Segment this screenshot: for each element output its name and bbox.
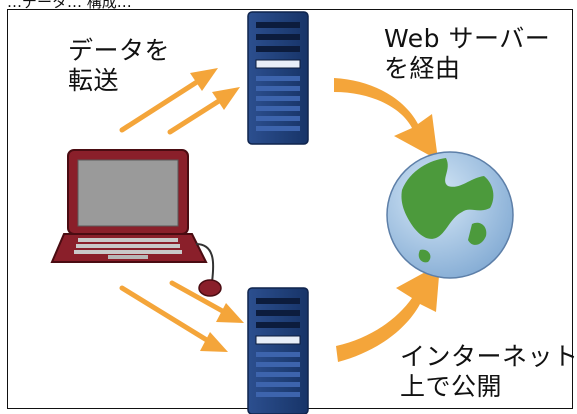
label-via-line1: Web サーバー (384, 24, 551, 53)
arrow-upper-2 (167, 87, 240, 135)
laptop (50, 149, 222, 297)
label-transfer-line2: 転送 (68, 66, 120, 95)
web-server-lower (247, 287, 309, 414)
cropped-header-text: …データ… 構成… (7, 0, 132, 11)
globe (386, 151, 514, 279)
arrow-upper-1 (119, 68, 218, 133)
curved-arrow-bottom (336, 264, 440, 362)
label-transfer-line1: データを (68, 36, 171, 65)
upper-transfer-arrows (119, 68, 240, 135)
arrow-lower-1 (169, 280, 244, 323)
label-publish-line1: インターネット (400, 342, 577, 371)
curved-arrow-top (334, 78, 438, 160)
lower-transfer-arrows (119, 280, 244, 352)
label-via-line2: を経由 (384, 54, 461, 83)
web-server-upper (247, 11, 309, 145)
arrow-lower-2 (119, 285, 228, 352)
label-publish-line2: 上で公開 (400, 372, 503, 401)
